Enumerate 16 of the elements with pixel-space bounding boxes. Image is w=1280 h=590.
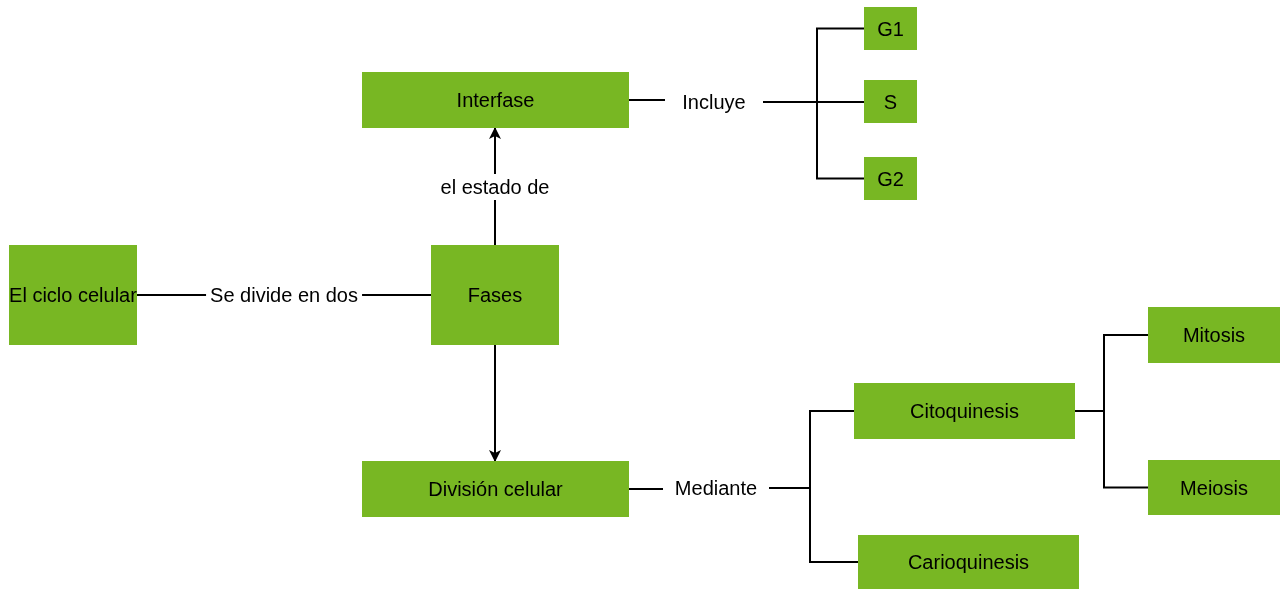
concept-box: Fases [431, 245, 559, 345]
connector-line [762, 101, 865, 180]
concept-box: Meiosis [1148, 460, 1280, 515]
arrow [489, 344, 501, 462]
concept-box: El ciclo celular [9, 245, 137, 345]
connector-line [628, 488, 664, 490]
concept-box: División celular [362, 461, 629, 517]
connector-line [768, 487, 859, 563]
concept-box: G2 [864, 157, 917, 200]
concept-box: G1 [864, 7, 917, 50]
concept-box: Mitosis [1148, 307, 1280, 363]
concept-box: Interfase [362, 72, 629, 128]
concept-box: S [864, 80, 917, 123]
concept-box: Carioquinesis [858, 535, 1079, 589]
connector-line [628, 99, 666, 101]
concept-box: Citoquinesis [854, 383, 1075, 439]
